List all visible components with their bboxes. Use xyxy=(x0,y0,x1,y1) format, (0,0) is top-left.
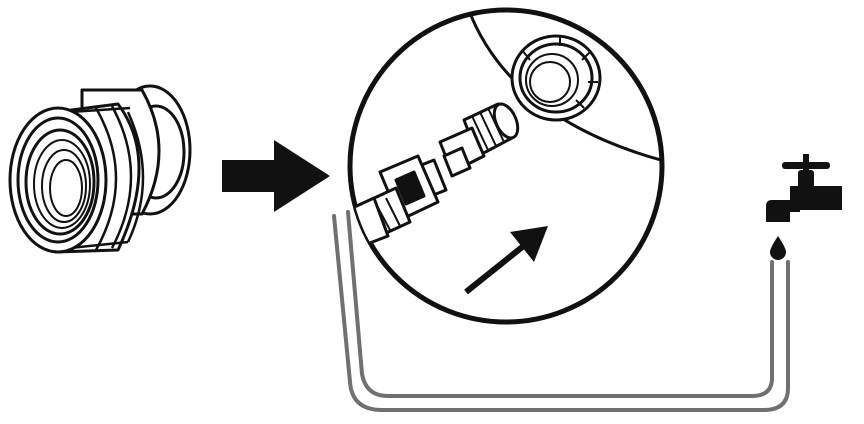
detail-quick-connector xyxy=(350,154,448,248)
garden-hose xyxy=(332,210,790,412)
faucet-icon xyxy=(766,154,842,260)
arrow-right-icon xyxy=(222,140,330,212)
detail-female-coupler xyxy=(510,34,602,122)
water-drop-icon xyxy=(770,236,786,260)
hose-coupler-icon xyxy=(8,84,192,254)
detail-magnifier xyxy=(347,7,665,325)
detail-male-adapter xyxy=(438,102,520,178)
detail-arrow-icon xyxy=(464,226,548,295)
